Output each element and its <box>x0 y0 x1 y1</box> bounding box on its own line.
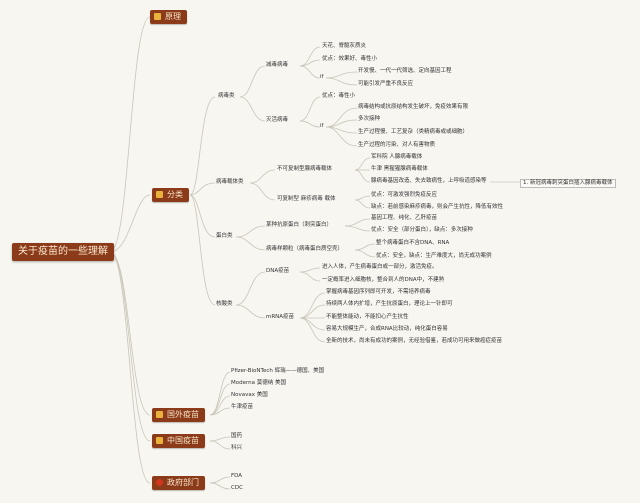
attenuated-if: if <box>320 74 324 80</box>
node-rep-vector[interactable]: 可复制型 麻疹病毒 载体 <box>277 196 336 202</box>
branch-gov[interactable]: 政府部门 <box>152 476 205 490</box>
branch-categories-label: 分类 <box>167 190 183 199</box>
foreign-item: Novavax 美国 <box>231 392 268 398</box>
nucleic-item: 进入人体，产生病毒蛋白或一部分，激活免疫。 <box>322 264 438 270</box>
folder-icon <box>156 437 163 444</box>
foreign-item: 牛津疫苗 <box>231 404 254 410</box>
inactivated-if-item: 病毒结构或抗原结构发生破坏，免疫效果有限 <box>358 104 469 110</box>
protein-item: 优点：安全，缺点：生产难度大，尚无成功案例 <box>376 253 492 259</box>
node-dna[interactable]: DNA疫苗 <box>266 268 290 274</box>
record-icon <box>156 479 163 486</box>
node-subunit[interactable]: 某种抗原蛋白（刺突蛋白） <box>266 222 333 228</box>
nucleic-item: 持续两人体内扩增，产生抗原蛋白，理论上一针即可 <box>326 301 453 307</box>
vector-item: 牛津 黑猩猩腺病毒载体 <box>371 166 428 172</box>
vector-item: 军科院 人腺病毒载体 <box>371 154 423 160</box>
inactivated-item: 优点：毒性小 <box>322 93 356 99</box>
china-item: 科兴 <box>231 445 243 451</box>
inactivated-if: if <box>320 123 324 129</box>
node-mrna[interactable]: mRNA疫苗 <box>266 314 295 320</box>
vector-item: 缺点：若前感染麻疹病毒，则会产生抗性，降低有效性 <box>371 204 504 210</box>
china-item: 国药 <box>231 433 243 439</box>
node-nonrep-vector[interactable]: 不可复制型腺病毒载体 <box>277 166 333 172</box>
node-inactivated[interactable]: 灭活病毒 <box>266 117 289 123</box>
branch-foreign[interactable]: 国外疫苗 <box>152 408 205 422</box>
vector-item: 腺病毒基因改造、失去致病性，上呼吸道感染等 <box>371 178 487 184</box>
attenuated-if-item: 可能引发严重不良反应 <box>358 81 414 87</box>
protein-item: 整个病毒蛋白不含DNA、RNA <box>376 240 450 246</box>
node-vlp[interactable]: 病毒样颗粒（病毒蛋白质空壳） <box>266 246 344 252</box>
branch-categories[interactable]: 分类 <box>152 188 189 202</box>
nucleic-item: 掌握病毒基因序列即可开发，不需培养病毒 <box>326 289 431 295</box>
folder-icon <box>154 13 161 20</box>
folder-icon <box>156 411 163 418</box>
attenuated-item: 天花、脊髓灰质炎 <box>322 43 367 49</box>
vector-item: 优点：可激发强烈免疫反应 <box>371 192 438 198</box>
nucleic-item: 不能整体能动，不能扣心产生抗性 <box>326 314 409 320</box>
protein-item: 优点：安全（部分蛋白），缺点：多次接种 <box>371 227 473 233</box>
inactivated-if-item: 多次接种 <box>358 116 381 122</box>
attenuated-if-item: 开发慢、一代一代筛选、定向基因工程 <box>358 68 452 74</box>
inactivated-if-item: 生产过程的污染、对人有害物质 <box>358 142 436 148</box>
gov-item: CDC <box>231 485 243 491</box>
gov-item: FDA <box>231 473 243 479</box>
inactivated-if-item: 生产过程慢、工艺复杂（类精病毒或或细胞） <box>358 129 469 135</box>
branch-china[interactable]: 中国疫苗 <box>152 434 205 448</box>
branch-china-label: 中国疫苗 <box>167 436 199 445</box>
node-vector[interactable]: 病毒载体类 <box>216 179 244 185</box>
protein-item: 基因工程、纯化、乙肝疫苗 <box>371 215 438 221</box>
folder-icon <box>156 191 163 198</box>
nucleic-item: 全新的技术，尚未有成功的案例，无经验借鉴，若成功可用来做癌症疫苗 <box>326 338 503 344</box>
node-viral[interactable]: 病毒类 <box>218 93 235 99</box>
nucleic-item: 一定概率进入细胞核，整合到人的DNA中，不建熟 <box>322 277 445 283</box>
attenuated-item: 优点：效果好、毒性小 <box>322 56 378 62</box>
branch-principle-label: 原理 <box>165 12 181 21</box>
root-node[interactable]: 关于疫苗的一些理解 <box>12 243 114 261</box>
branch-foreign-label: 国外疫苗 <box>167 410 199 419</box>
branch-gov-label: 政府部门 <box>167 478 199 487</box>
foreign-item: Moderna 莫德纳 美国 <box>231 380 287 386</box>
branch-principle[interactable]: 原理 <box>150 10 187 24</box>
node-nucleic[interactable]: 核酸类 <box>216 301 233 307</box>
foreign-item: Pfizer-BioNTech 辉瑞——德国、美国 <box>231 368 325 374</box>
nucleic-item: 容易大规模生产，合成RNA比较动，纯化蛋白容易 <box>326 326 448 332</box>
node-attenuated[interactable]: 减毒病毒 <box>266 62 289 68</box>
node-protein[interactable]: 蛋白类 <box>216 233 233 239</box>
highlight-note[interactable]: 1. 新冠病毒刺突蛋白插入腺病毒载体 <box>520 179 616 188</box>
